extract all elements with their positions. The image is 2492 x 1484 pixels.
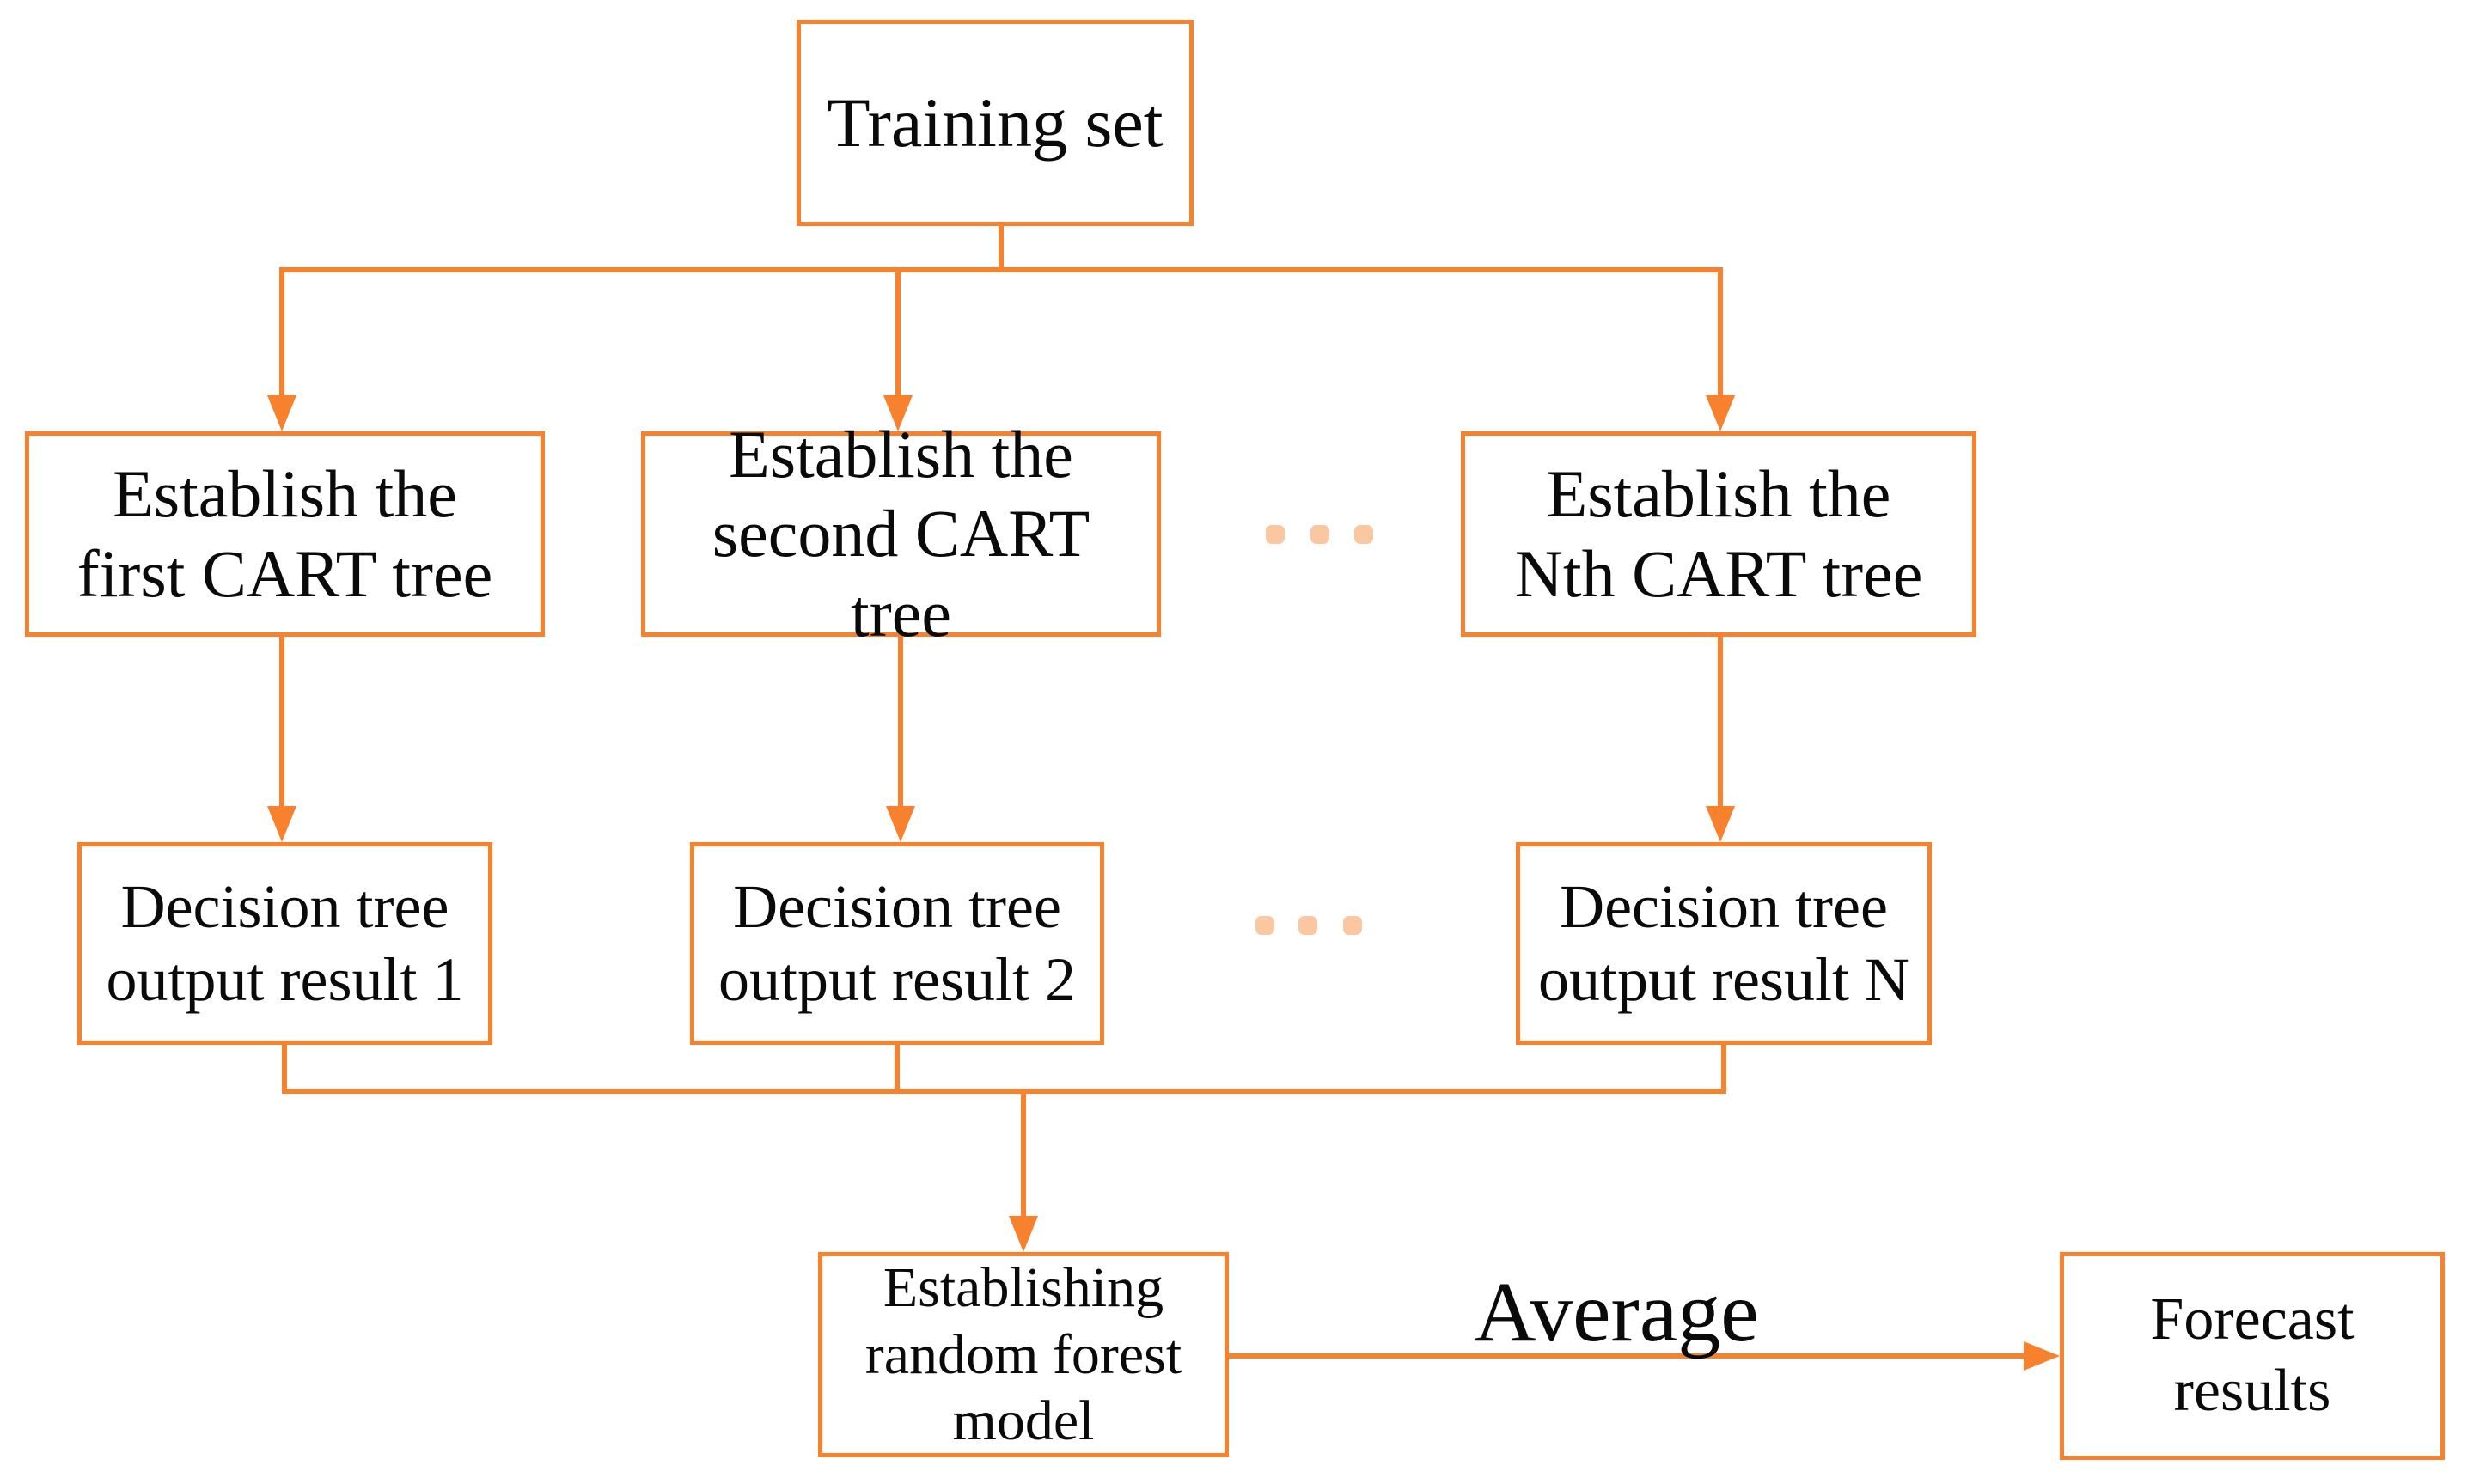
node-cart-first: Establish the first CART tree (25, 431, 545, 637)
ellipsis-dot (1266, 525, 1285, 544)
ellipsis-dot (1298, 916, 1317, 935)
connector-distribution-line (279, 267, 1723, 272)
connector-training-stem (999, 226, 1004, 272)
node-random-forest-model-label: Establishing random forest model (864, 1255, 1182, 1453)
edge-label-average: Average (1474, 1264, 1759, 1359)
connector-to-cart-second (895, 272, 901, 401)
connector-cart-first-to-result-1 (279, 637, 284, 809)
node-cart-second-label: Establish the second CART tree (712, 417, 1090, 650)
connector-to-cart-first (279, 272, 284, 401)
node-cart-nth-label: Establish the Nth CART tree (1514, 456, 1923, 611)
arrowhead-to-cart-nth (1706, 395, 1735, 431)
node-training-set-label: Training set (827, 82, 1164, 162)
node-cart-nth: Establish the Nth CART tree (1461, 431, 1976, 637)
node-forecast-results-label: Forecast results (2150, 1286, 2355, 1424)
arrowhead-to-cart-second (883, 395, 913, 431)
connector-collector-line (282, 1089, 1724, 1094)
ellipsis-dot (1354, 525, 1373, 544)
node-result-2-label: Decision tree output result 2 (718, 872, 1076, 1014)
ellipsis-dot (1343, 916, 1362, 935)
ellipsis-dot (1310, 525, 1329, 544)
connector-result-2-stem (895, 1045, 900, 1094)
arrowhead-to-result-n (1706, 806, 1735, 842)
connector-to-cart-nth (1718, 272, 1723, 401)
node-result-1: Decision tree output result 1 (77, 842, 492, 1045)
node-forecast-results: Forecast results (2060, 1252, 2445, 1460)
node-result-n: Decision tree output result N (1516, 842, 1932, 1045)
connector-result-n-stem (1721, 1045, 1726, 1094)
arrowhead-to-result-2 (886, 806, 915, 842)
arrowhead-to-random-forest (1009, 1216, 1038, 1252)
arrowhead-to-forecast (2024, 1341, 2060, 1371)
connector-cart-nth-to-result-n (1718, 637, 1723, 809)
connector-to-random-forest (1021, 1094, 1026, 1218)
connector-result-1-stem (282, 1045, 287, 1094)
node-result-1-label: Decision tree output result 1 (106, 872, 464, 1014)
node-result-2: Decision tree output result 2 (690, 842, 1104, 1045)
arrowhead-to-cart-first (267, 395, 296, 431)
ellipsis-dot (1255, 916, 1274, 935)
connector-cart-second-to-result-2 (898, 637, 903, 809)
node-result-n-label: Decision tree output result N (1538, 872, 1909, 1014)
arrowhead-to-result-1 (267, 806, 296, 842)
node-training-set: Training set (797, 20, 1194, 226)
node-cart-second: Establish the second CART tree (641, 417, 1161, 650)
node-cart-first-label: Establish the first CART tree (76, 456, 493, 611)
node-random-forest-model: Establishing random forest model (818, 1252, 1229, 1457)
connector-average-arrow (1229, 1353, 2026, 1359)
